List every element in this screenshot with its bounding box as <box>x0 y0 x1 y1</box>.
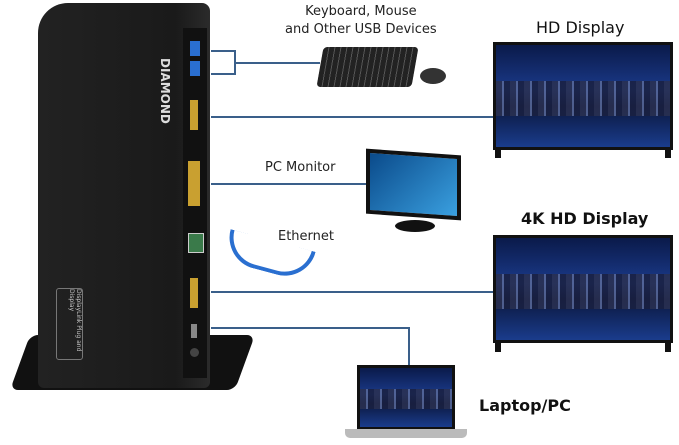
connector-line <box>211 116 493 118</box>
usb-port <box>190 41 200 56</box>
connector-line <box>211 50 235 52</box>
connector-line <box>211 291 493 293</box>
4k-display-image <box>493 235 673 343</box>
display-stand <box>495 341 671 352</box>
connector-line <box>408 327 410 365</box>
laptop-base <box>345 429 467 438</box>
laptop-label: Laptop/PC <box>479 396 571 415</box>
docking-station: DIAMOND DisplayLink Plug and Display <box>38 3 210 388</box>
hd-display-label: HD Display <box>536 18 625 37</box>
ethernet-port <box>188 233 204 253</box>
display-stand <box>495 148 671 158</box>
connector-line <box>211 327 409 329</box>
laptop-image <box>357 365 455 430</box>
pc-monitor-image <box>366 148 461 221</box>
displaylink-badge: DisplayLink Plug and Display <box>56 288 83 360</box>
ethernet-label: Ethernet <box>278 229 334 244</box>
pc-monitor-label: PC Monitor <box>265 160 336 175</box>
connector-line <box>211 73 235 75</box>
hdmi-port <box>190 278 198 308</box>
usb-c-port <box>191 324 197 338</box>
connector-line <box>235 62 320 64</box>
hd-display-image <box>493 42 673 150</box>
usb-port <box>190 61 200 76</box>
monitor-base <box>395 220 435 232</box>
usb-devices-label: Keyboard, Mouse and Other USB Devices <box>285 4 437 37</box>
keyboard-image <box>316 47 419 87</box>
4k-display-label: 4K HD Display <box>521 209 649 228</box>
connector-line <box>211 183 366 185</box>
brand-logo: DIAMOND <box>158 58 172 124</box>
dvi-port <box>188 161 200 206</box>
port-panel <box>183 28 207 378</box>
mouse-image <box>420 68 446 84</box>
power-port <box>190 348 199 357</box>
hdmi-port <box>190 100 198 130</box>
